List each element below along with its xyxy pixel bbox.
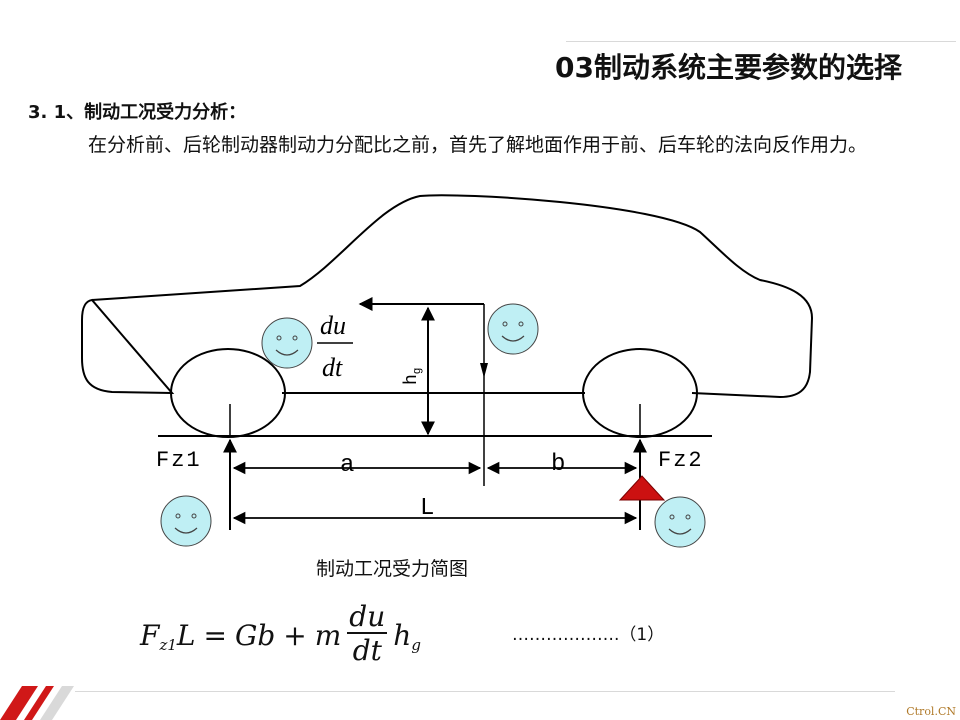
formula-numerator: du bbox=[349, 600, 386, 634]
smiley-face-icon bbox=[487, 303, 539, 355]
footer-divider bbox=[75, 691, 895, 692]
diagram-dt-label: dt bbox=[322, 353, 343, 382]
equation-number: ……………….（1） bbox=[512, 625, 665, 645]
smiley-face-icon bbox=[654, 496, 706, 548]
cg-down-arrowhead bbox=[480, 363, 488, 378]
formula-h-subscript: g bbox=[411, 636, 421, 654]
front-wheel bbox=[170, 348, 286, 438]
smiley-face-icon bbox=[261, 317, 313, 369]
formula-denominator: dt bbox=[352, 633, 382, 667]
diagram-caption: 制动工况受力简图 bbox=[316, 558, 469, 580]
formula-plus: + bbox=[283, 618, 307, 652]
footer-stripes-decoration bbox=[0, 686, 74, 720]
formula-L: L bbox=[176, 618, 196, 652]
section-heading: 3. 1、制动工况受力分析： bbox=[28, 102, 247, 123]
car-body-outline bbox=[81, 194, 814, 399]
brand-watermark: Ctrol.CN bbox=[906, 705, 956, 718]
formula-Gb: Gb bbox=[234, 618, 276, 652]
formula-fraction: du dt bbox=[347, 600, 388, 668]
formula-m: m bbox=[314, 618, 342, 652]
intro-paragraph: 在分析前、后轮制动器制动力分配比之前，首先了解地面作用于前、后车轮的法向反作用力… bbox=[88, 134, 868, 156]
fz2-label: Fz2 bbox=[658, 448, 704, 473]
formula-F: F bbox=[140, 618, 160, 652]
formula-h: h bbox=[393, 618, 412, 652]
hg-label: hg bbox=[402, 368, 424, 385]
dimension-a-label: a bbox=[340, 452, 354, 479]
dimension-L-label: L bbox=[420, 495, 434, 522]
smiley-face-icon bbox=[160, 495, 212, 547]
slide-title: 03制动系统主要参数的选择 bbox=[555, 51, 902, 84]
formula-equals: = bbox=[203, 618, 227, 652]
red-triangle-marker bbox=[618, 475, 666, 501]
top-divider bbox=[566, 41, 956, 42]
dimension-b-label: b bbox=[551, 451, 565, 478]
formula-F-subscript: z1 bbox=[159, 636, 177, 654]
diagram-du-label: du bbox=[320, 311, 346, 340]
formula-fraction-bar bbox=[347, 632, 388, 634]
fz1-label: Fz1 bbox=[156, 448, 202, 473]
